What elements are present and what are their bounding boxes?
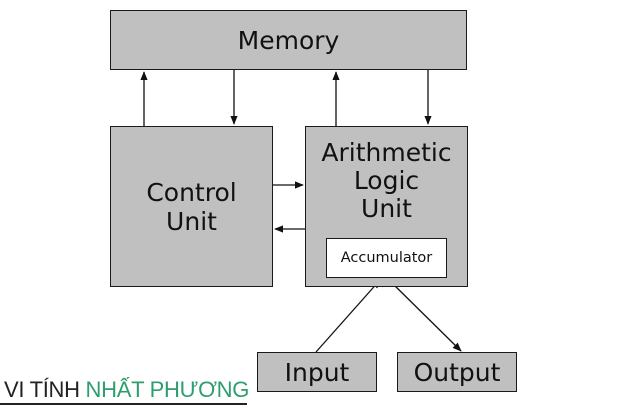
accumulator-label: Accumulator — [340, 250, 433, 266]
output-block: Output — [397, 352, 517, 392]
input-label: Input — [284, 357, 350, 387]
memory-block: Memory — [110, 10, 467, 70]
watermark-text-part2: NHẤT PHƯƠNG — [85, 377, 250, 402]
watermark-underline — [0, 403, 247, 405]
arrow-accumulator-to-output — [388, 279, 462, 352]
control-unit-label: Control Unit — [146, 177, 237, 236]
watermark-text-part1: VI TÍNH — [4, 377, 86, 402]
watermark: VI TÍNH NHẤT PHƯƠNG — [4, 377, 249, 403]
accumulator-block: Accumulator — [326, 238, 447, 278]
alu-label: Arithmetic Logic Unit — [321, 138, 452, 223]
output-label: Output — [413, 357, 501, 387]
memory-label: Memory — [237, 25, 340, 55]
input-block: Input — [257, 352, 377, 392]
arrow-input-to-accumulator — [315, 279, 381, 353]
control-unit-block: Control Unit — [110, 126, 273, 287]
